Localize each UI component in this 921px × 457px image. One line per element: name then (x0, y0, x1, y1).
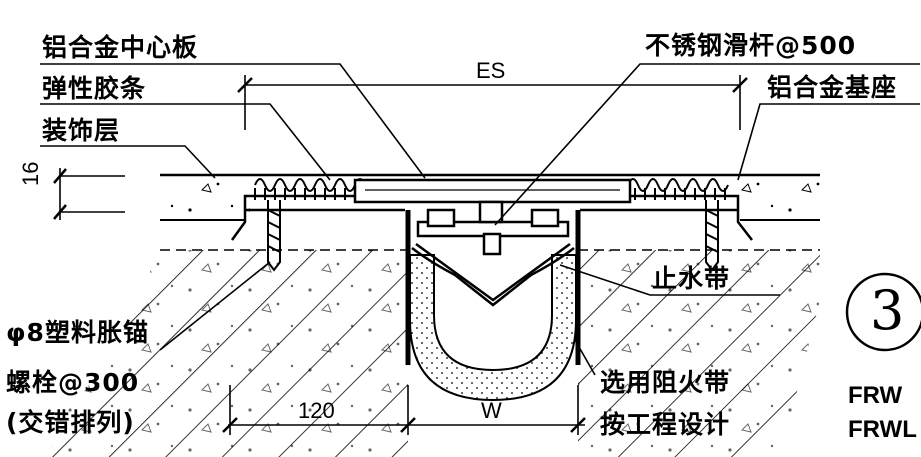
leader-lines (40, 63, 920, 376)
dimension-es: ES (476, 58, 506, 83)
label-rubber-strip: 弹性胶条 (42, 74, 147, 103)
label-anchor-line3: (交错排列) (6, 408, 135, 437)
label-finish-layer: 装饰层 (42, 116, 121, 145)
anchor-bolts (267, 200, 719, 272)
label-firestop-line2: 按工程设计 (600, 410, 731, 439)
dimension-width: W (481, 398, 502, 423)
label-anchor-line2: 螺栓@300 (6, 368, 140, 397)
dimension-lines (53, 75, 748, 435)
label-base: 铝合金基座 (767, 73, 898, 102)
left-slab (50, 250, 408, 457)
dimension-thickness: 16 (18, 161, 43, 186)
right-slab (578, 250, 820, 457)
joint-walls (405, 210, 581, 365)
slide-bar-assembly (416, 200, 570, 256)
label-anchor-line1: φ8塑料胀锚 (6, 318, 149, 347)
label-center-plate: 铝合金中心板 (42, 33, 199, 62)
finish-layer (160, 173, 820, 251)
detail-code-2: FRWL (848, 416, 917, 443)
fire-barrier (409, 254, 577, 402)
label-waterstop: 止水带 (652, 264, 731, 293)
center-plate (353, 178, 632, 204)
detail-code-1: FRW (848, 382, 903, 409)
label-firestop-line1: 选用阻火带 (600, 368, 731, 397)
waterstop (411, 242, 575, 307)
label-slide-bar: 不锈钢滑杆@500 (645, 31, 857, 60)
detail-number: 3 (870, 279, 905, 342)
detail-number-circle (845, 272, 921, 352)
dimension-edge: 120 (298, 398, 335, 423)
rubber-strip (254, 178, 729, 200)
